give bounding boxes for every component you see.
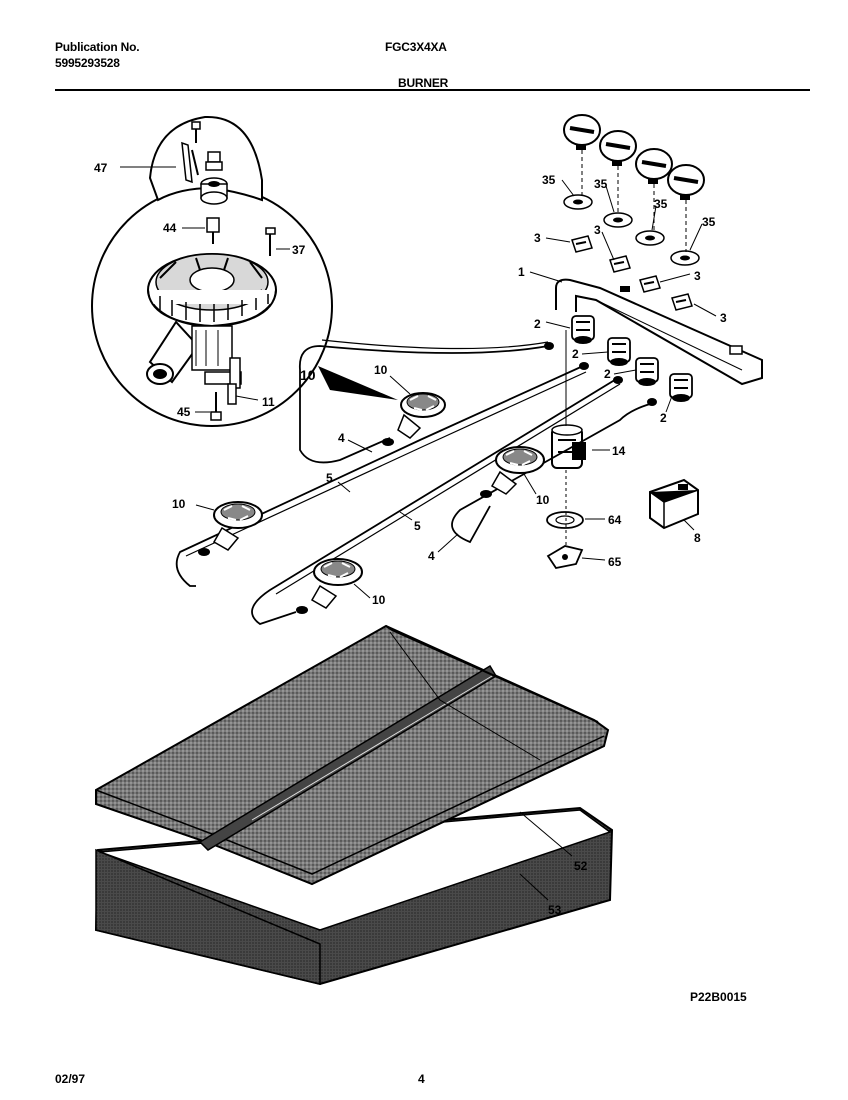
switch-icon [571, 235, 593, 253]
figure-code: P22B0015 [690, 990, 747, 1004]
burner-icon [296, 558, 363, 614]
bracket-icon [204, 357, 242, 405]
leader-line [235, 395, 259, 401]
detail-pointer [318, 366, 398, 400]
callout-2-b: 2 [572, 347, 579, 361]
controls-assembly [546, 114, 763, 570]
callout-4-b: 4 [428, 549, 435, 563]
burner-base-icon [147, 253, 277, 328]
gas-tube [451, 403, 651, 544]
switch-icon [639, 275, 661, 293]
knob-icon [563, 114, 601, 150]
orifice-icon [206, 217, 220, 244]
knob-icon [635, 148, 673, 184]
leader-line [581, 557, 606, 561]
insulation-pad [94, 806, 614, 986]
callout-52: 52 [574, 859, 588, 873]
bezel-icon [635, 230, 665, 246]
leader-lines [195, 179, 717, 599]
burner-icon [382, 392, 446, 446]
callout-35-b: 35 [594, 177, 608, 191]
callout-10-a: 10 [374, 363, 388, 377]
bezel-icon [563, 194, 593, 210]
switch-icon [609, 255, 631, 273]
callout-2-a: 2 [534, 317, 541, 331]
callout-5-a: 5 [326, 471, 333, 485]
burner-box-assembly [94, 624, 614, 986]
callout-47: 47 [94, 161, 108, 175]
plate-icon [546, 545, 584, 570]
callout-11: 11 [262, 395, 275, 409]
callout-45: 45 [177, 405, 191, 419]
screw-icon [265, 227, 276, 256]
leader-line [519, 873, 549, 901]
section-title: BURNER [398, 76, 449, 90]
orifice-fitting-icon [200, 151, 228, 205]
knob-icon [667, 164, 705, 200]
callout-64: 64 [608, 513, 622, 527]
footer-date: 02/97 [55, 1072, 86, 1086]
burner-box-tray [95, 624, 610, 886]
spark-module-icon [649, 478, 699, 530]
callout-35-c: 35 [654, 197, 668, 211]
callout-35-d: 35 [702, 215, 716, 229]
electrode-icon [181, 141, 193, 184]
callout-labels: 47 44 37 10 11 45 35 35 35 35 3 3 3 3 1 … [94, 161, 727, 917]
bezel-icon [670, 250, 700, 266]
valve-icon [635, 357, 659, 386]
callout-35-a: 35 [542, 173, 556, 187]
burner-icon [198, 501, 263, 556]
gasket-icon [546, 511, 584, 529]
callout-3-c: 3 [694, 269, 701, 283]
burner-detail-view [91, 115, 398, 427]
leader-line [519, 811, 573, 857]
callout-3-d: 3 [720, 311, 727, 325]
callout-65: 65 [608, 555, 622, 569]
switch-icon [671, 293, 693, 311]
callout-8: 8 [694, 531, 701, 545]
leader-line [683, 519, 695, 531]
header-rule [55, 89, 810, 91]
callout-37: 37 [292, 243, 306, 257]
screw-icon [191, 121, 201, 143]
callout-10-detail: 10 [300, 367, 316, 383]
callout-10-c: 10 [536, 493, 550, 507]
callout-1: 1 [518, 265, 525, 279]
callout-44: 44 [163, 221, 177, 235]
bezel-icon [603, 212, 633, 228]
burner-icon [480, 446, 545, 498]
callout-10-b: 10 [172, 497, 186, 511]
callout-2-c: 2 [604, 367, 611, 381]
callout-5-b: 5 [414, 519, 421, 533]
page-number: 4 [418, 1072, 425, 1086]
valve-icon [607, 337, 631, 366]
regulator-icon [551, 424, 586, 469]
callout-4-a: 4 [338, 431, 345, 445]
publication-label: Publication No. [55, 40, 140, 54]
callout-3-a: 3 [534, 231, 541, 245]
callout-2-d: 2 [660, 411, 667, 425]
gas-tube [251, 377, 619, 625]
gas-tube [175, 365, 584, 587]
burner-inlet-icon [146, 320, 233, 385]
publication-number: 5995293528 [55, 56, 120, 70]
callout-10-d: 10 [372, 593, 386, 607]
screw-icon [210, 392, 222, 421]
valve-icon [571, 315, 595, 344]
manifold-pipe-icon [555, 278, 763, 386]
valve-icon [669, 373, 693, 402]
gas-tube [298, 345, 549, 464]
knob-icon [599, 130, 637, 166]
callout-53: 53 [548, 903, 562, 917]
detail-top-bubble [148, 115, 263, 202]
model-number: FGC3X4XA [385, 40, 447, 54]
callout-14: 14 [612, 444, 626, 458]
callout-3-b: 3 [594, 223, 601, 237]
burners-and-tubing [175, 339, 657, 625]
